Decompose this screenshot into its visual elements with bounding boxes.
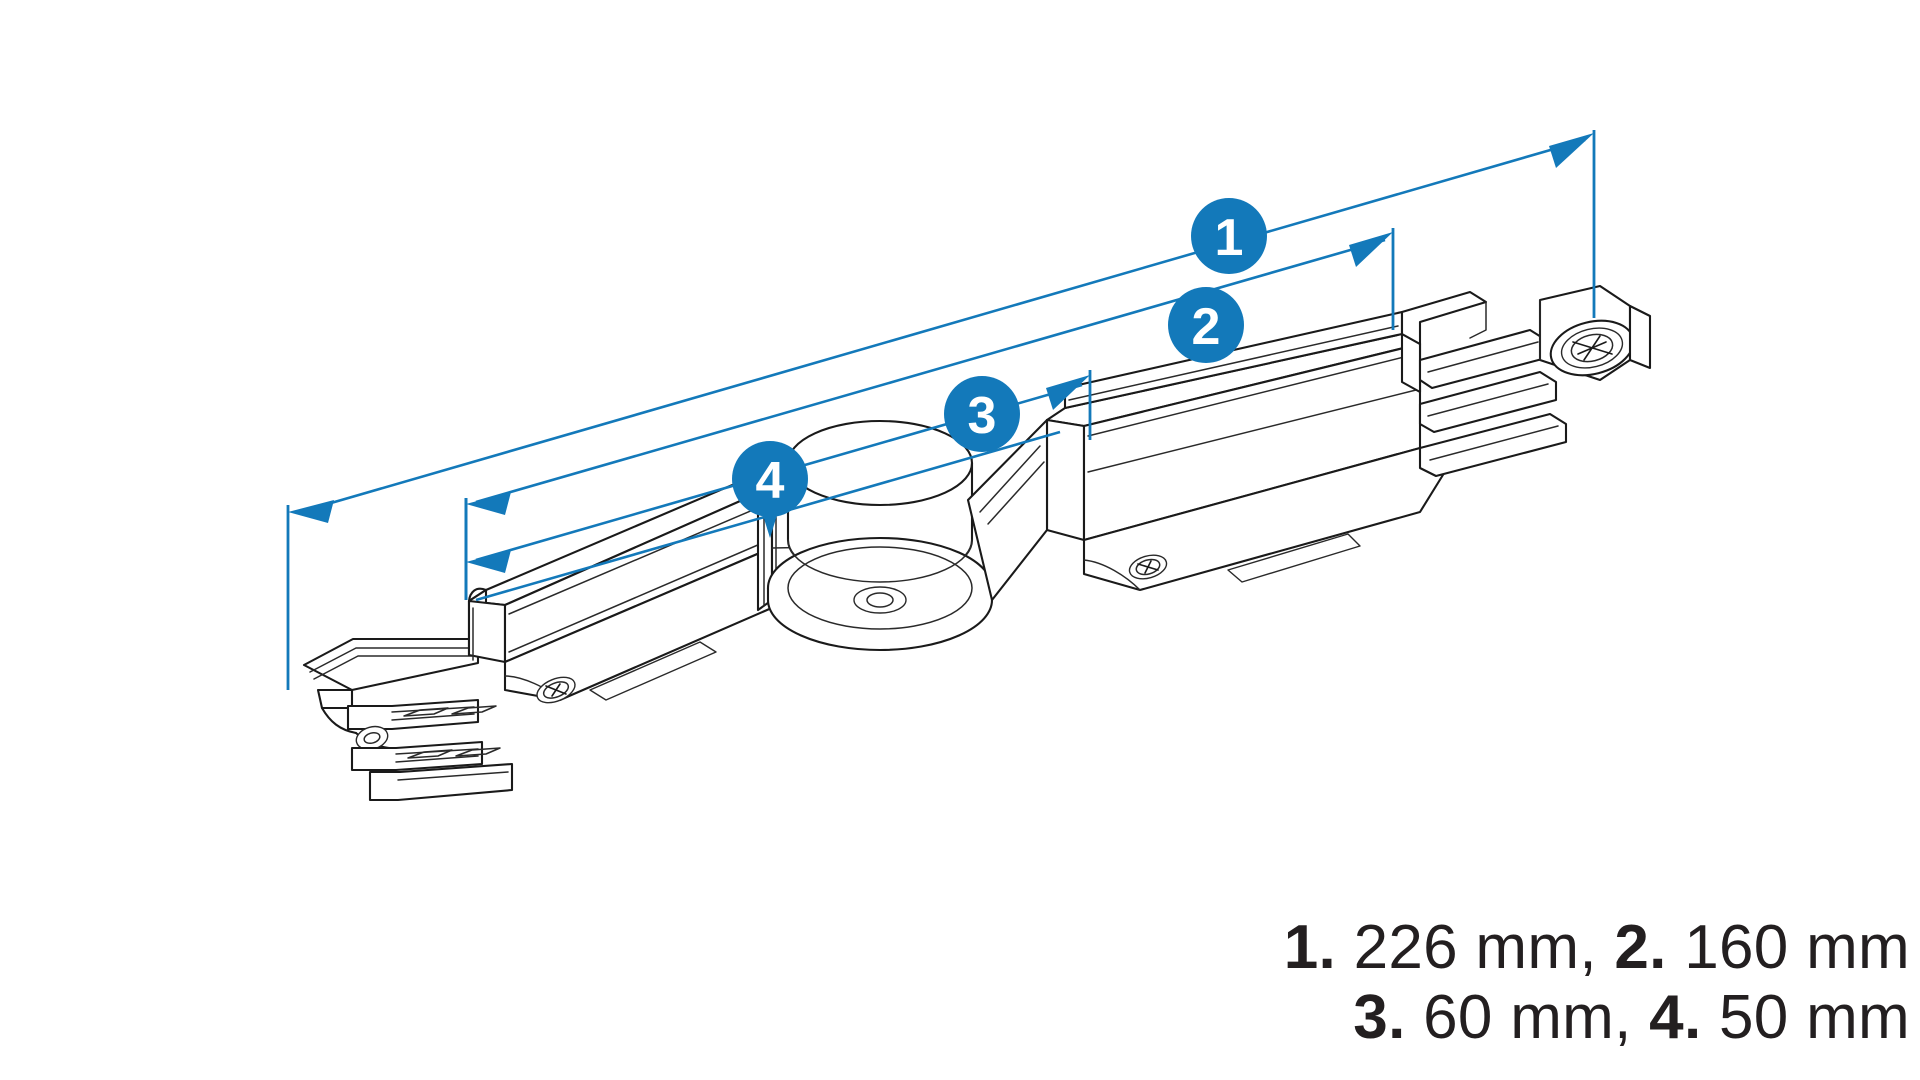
dim-2-arrowhead-right	[1349, 232, 1393, 267]
callout-badge-4-tail	[762, 512, 778, 538]
caption-2-number: 2.	[1614, 913, 1667, 983]
callout-badge-2-label: 2	[1192, 298, 1221, 356]
caption-line-1: 1. 226 mm, 2. 160 mm	[1284, 913, 1910, 982]
caption-line-2: 3. 60 mm, 4. 50 mm	[1284, 983, 1910, 1052]
dim-2-line	[475, 238, 1386, 504]
callout-badge-2-circle	[1168, 287, 1244, 363]
screw-left	[536, 676, 576, 704]
dimension-2-group	[464, 228, 1395, 600]
dim-3-arrowhead-right	[1046, 375, 1090, 410]
callout-badge-4[interactable]: 4	[732, 441, 808, 538]
caption-1-separator: ,	[1579, 913, 1597, 983]
screw-right	[1128, 554, 1168, 580]
callout-badge-3-circle	[944, 376, 1020, 452]
callout-badge-1-circle	[1191, 198, 1267, 274]
dim-1-line	[299, 138, 1586, 514]
dimension-caption: 1. 226 mm, 2. 160 mm 3. 60 mm, 4. 50 mm	[1284, 913, 1910, 1052]
dimension-1-group	[286, 130, 1596, 690]
caption-1-value: 226 mm	[1353, 913, 1580, 983]
callout-badge-3[interactable]: 3	[944, 376, 1020, 452]
callout-badge-4-label: 4	[756, 452, 785, 510]
product-left-track-connector	[302, 637, 514, 802]
caption-1-number: 1.	[1283, 913, 1337, 983]
dim-1-arrowhead-right	[1549, 133, 1594, 168]
product-right-housing	[966, 310, 1448, 602]
callout-badge-1[interactable]: 1	[1191, 198, 1267, 274]
dim-1-arrowhead-left	[288, 500, 334, 523]
callout-badge-2[interactable]: 2	[1168, 287, 1244, 363]
screw-end-cap	[1538, 284, 1635, 382]
caption-2-value: 160 mm	[1684, 913, 1910, 983]
caption-3-value: 60 mm	[1423, 982, 1615, 1052]
callout-badge-3-label: 3	[968, 387, 997, 445]
dim-2-arrowhead-left	[466, 492, 511, 515]
caption-3-number: 3.	[1353, 982, 1406, 1052]
caption-4-value: 50 mm	[1719, 982, 1910, 1052]
product-left-housing	[467, 466, 814, 704]
callout-badge-4-circle	[732, 441, 808, 517]
caption-4-number: 4.	[1649, 982, 1702, 1052]
caption-3-separator: ,	[1614, 982, 1632, 1052]
callout-badge-1-label: 1	[1215, 209, 1244, 267]
product-right-track-connector	[1400, 284, 1652, 478]
dim-3-arrowhead-left	[466, 550, 511, 573]
